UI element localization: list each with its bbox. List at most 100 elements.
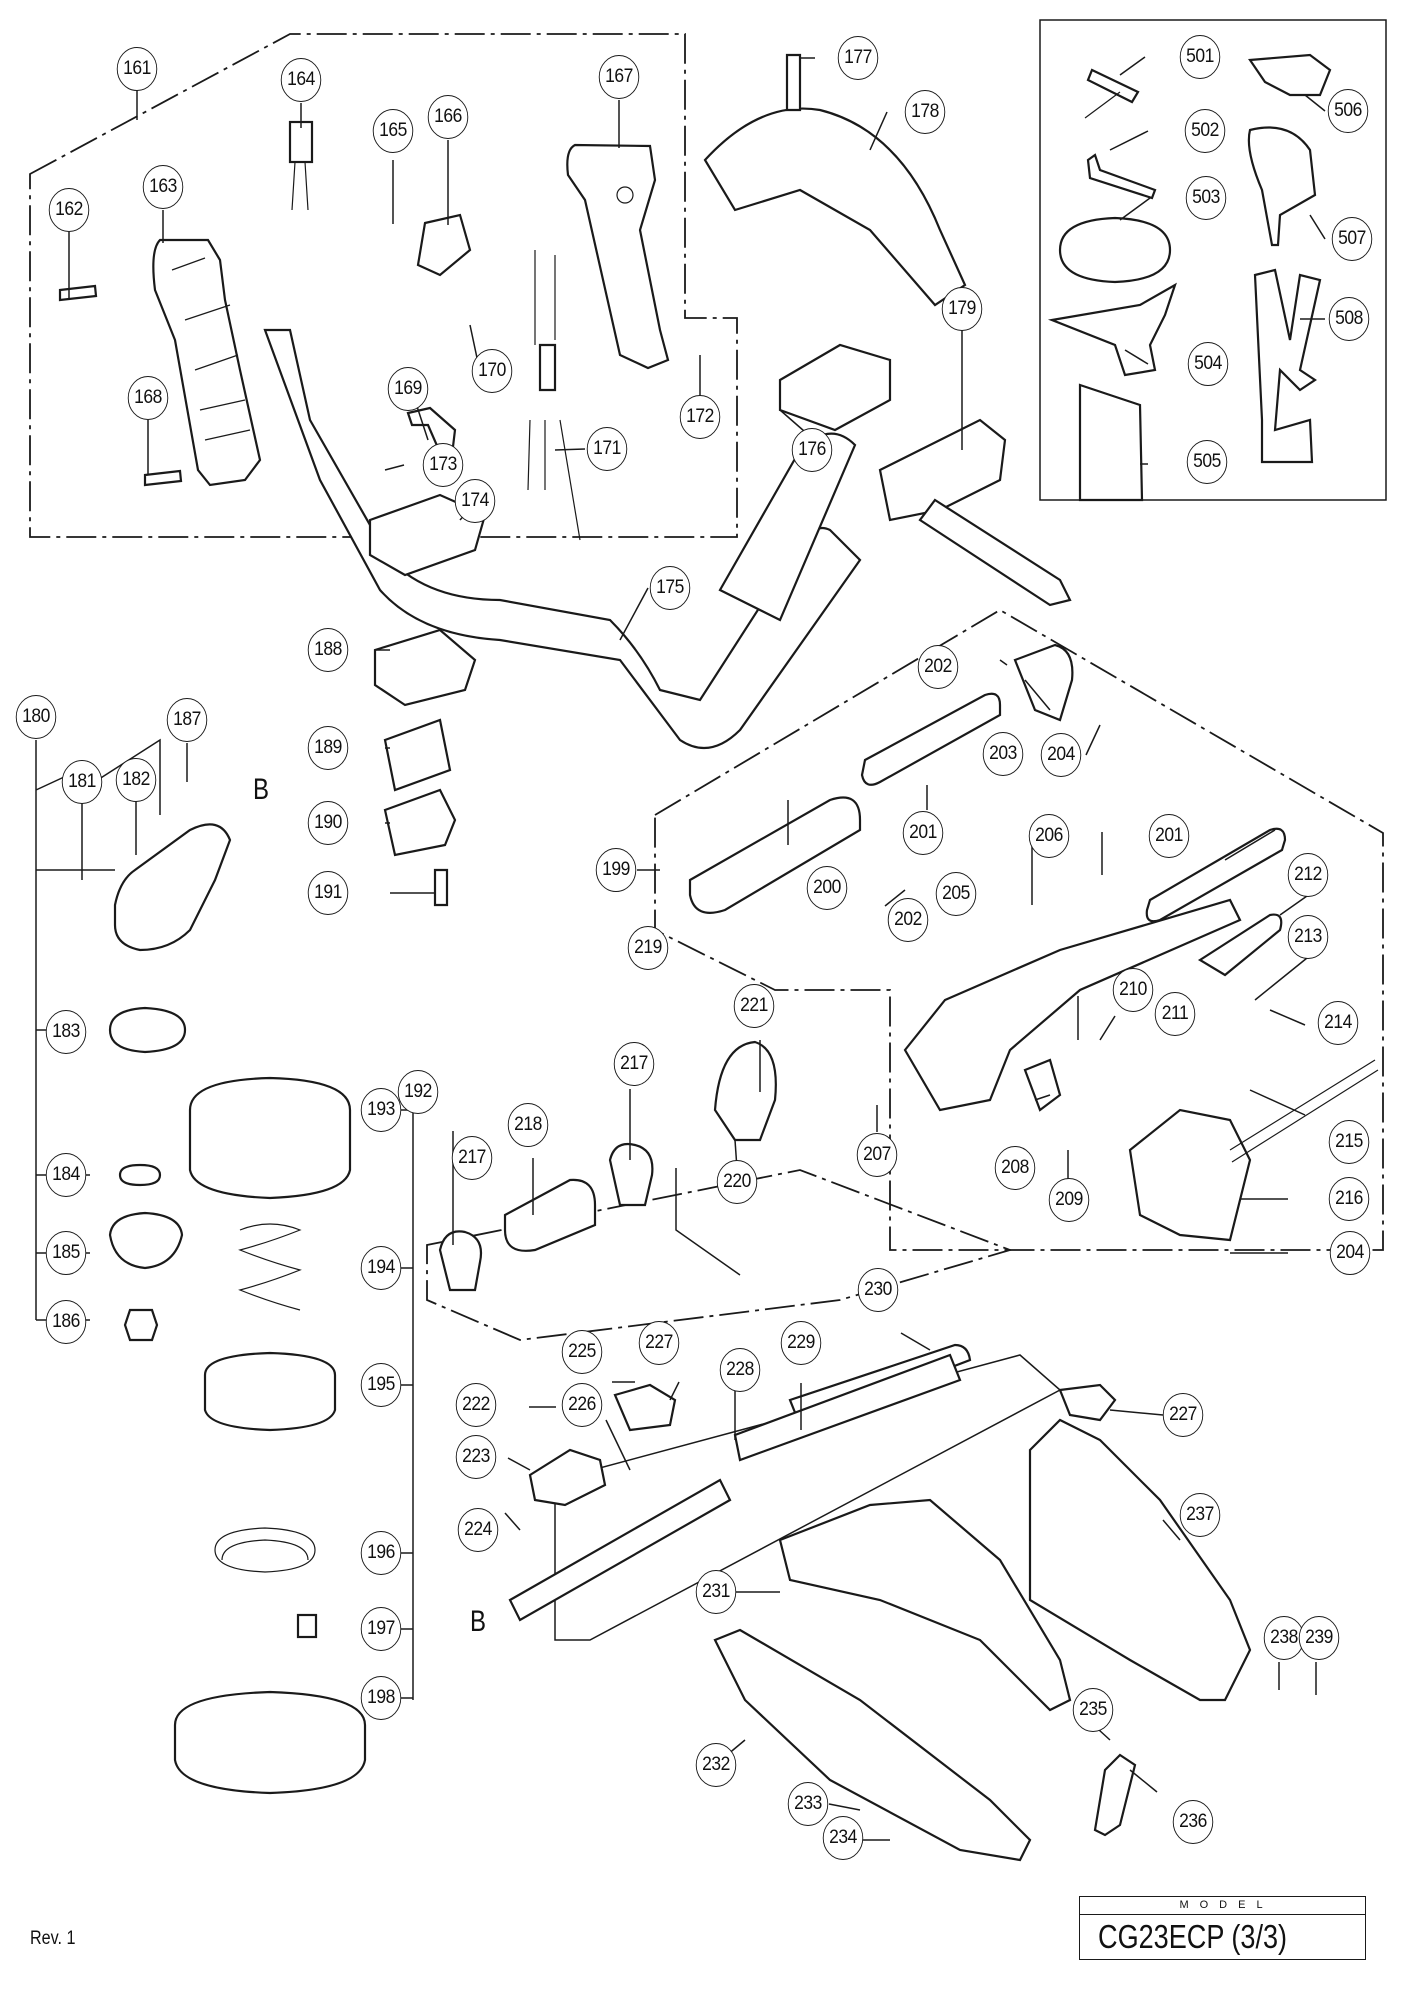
callout-209[interactable]: 209 bbox=[1048, 1178, 1090, 1222]
callout-218[interactable]: 218 bbox=[507, 1103, 549, 1147]
callout-234[interactable]: 234 bbox=[822, 1816, 864, 1860]
callout-187[interactable]: 187 bbox=[166, 698, 208, 742]
callout-167[interactable]: 167 bbox=[598, 55, 640, 99]
callout-214[interactable]: 214 bbox=[1317, 1001, 1359, 1045]
callout-189[interactable]: 189 bbox=[307, 726, 349, 770]
callout-197[interactable]: 197 bbox=[360, 1607, 402, 1651]
callout-217-right[interactable]: 217 bbox=[613, 1042, 655, 1086]
callout-194[interactable]: 194 bbox=[360, 1246, 402, 1290]
callout-177[interactable]: 177 bbox=[837, 36, 879, 80]
callout-227-upper[interactable]: 227 bbox=[638, 1321, 680, 1365]
callout-224[interactable]: 224 bbox=[457, 1508, 499, 1552]
callout-185[interactable]: 185 bbox=[45, 1231, 87, 1275]
callout-178[interactable]: 178 bbox=[904, 90, 946, 134]
callout-171[interactable]: 171 bbox=[586, 427, 628, 471]
callout-217-left[interactable]: 217 bbox=[451, 1136, 493, 1180]
callout-188[interactable]: 188 bbox=[307, 628, 349, 672]
revision-label: Rev. 1 bbox=[30, 1928, 76, 1949]
callout-211[interactable]: 211 bbox=[1154, 992, 1196, 1036]
callout-179[interactable]: 179 bbox=[941, 287, 983, 331]
callout-186[interactable]: 186 bbox=[45, 1300, 87, 1344]
callout-201-upper[interactable]: 201 bbox=[902, 811, 944, 855]
callout-223[interactable]: 223 bbox=[455, 1435, 497, 1479]
callout-231[interactable]: 231 bbox=[695, 1570, 737, 1614]
callout-181[interactable]: 181 bbox=[61, 760, 103, 804]
callout-238[interactable]: 238 bbox=[1263, 1616, 1305, 1660]
part-176-clamp-lower bbox=[778, 343, 892, 432]
callout-227-lower[interactable]: 227 bbox=[1162, 1393, 1204, 1437]
callout-176[interactable]: 176 bbox=[791, 428, 833, 472]
callout-202-upper[interactable]: 202 bbox=[917, 645, 959, 689]
callout-192[interactable]: 192 bbox=[397, 1070, 439, 1114]
part-185-holder bbox=[108, 1211, 184, 1270]
callout-198[interactable]: 198 bbox=[360, 1676, 402, 1720]
callout-222[interactable]: 222 bbox=[455, 1383, 497, 1427]
callout-163[interactable]: 163 bbox=[142, 165, 184, 209]
callout-169[interactable]: 169 bbox=[387, 367, 429, 411]
callout-220[interactable]: 220 bbox=[716, 1160, 758, 1204]
callout-501[interactable]: 501 bbox=[1179, 35, 1221, 79]
callout-230[interactable]: 230 bbox=[857, 1268, 899, 1312]
callout-204-lower[interactable]: 204 bbox=[1329, 1231, 1371, 1275]
callout-196[interactable]: 196 bbox=[360, 1531, 402, 1575]
model-title-block: MODEL CG23ECP (3/3) bbox=[1079, 1896, 1366, 1960]
callout-236[interactable]: 236 bbox=[1172, 1800, 1214, 1844]
callout-228[interactable]: 228 bbox=[719, 1348, 761, 1392]
callout-203[interactable]: 203 bbox=[982, 732, 1024, 776]
callout-180[interactable]: 180 bbox=[15, 695, 57, 739]
callout-503[interactable]: 503 bbox=[1185, 176, 1227, 220]
callout-215[interactable]: 215 bbox=[1328, 1120, 1370, 1164]
callout-161[interactable]: 161 bbox=[116, 47, 158, 91]
callout-502[interactable]: 502 bbox=[1184, 109, 1226, 153]
callout-232[interactable]: 232 bbox=[695, 1743, 737, 1787]
callout-162[interactable]: 162 bbox=[48, 188, 90, 232]
callout-207[interactable]: 207 bbox=[856, 1133, 898, 1177]
callout-221[interactable]: 221 bbox=[733, 984, 775, 1028]
callout-225[interactable]: 225 bbox=[561, 1330, 603, 1374]
callout-216[interactable]: 216 bbox=[1328, 1177, 1370, 1221]
callout-219[interactable]: 219 bbox=[627, 926, 669, 970]
callout-507[interactable]: 507 bbox=[1331, 217, 1373, 261]
callout-165[interactable]: 165 bbox=[372, 109, 414, 153]
callout-193[interactable]: 193 bbox=[360, 1088, 402, 1132]
callout-229[interactable]: 229 bbox=[780, 1321, 822, 1365]
part-164-stop-switch bbox=[288, 120, 314, 211]
callout-184[interactable]: 184 bbox=[45, 1153, 87, 1197]
callout-205[interactable]: 205 bbox=[935, 872, 977, 916]
callout-175[interactable]: 175 bbox=[649, 566, 691, 610]
callout-202-lower[interactable]: 202 bbox=[887, 898, 929, 942]
callout-191[interactable]: 191 bbox=[307, 871, 349, 915]
callout-208[interactable]: 208 bbox=[994, 1146, 1036, 1190]
callout-199[interactable]: 199 bbox=[595, 848, 637, 892]
callout-195[interactable]: 195 bbox=[360, 1363, 402, 1407]
callout-166[interactable]: 166 bbox=[427, 95, 469, 139]
callout-204-upper[interactable]: 204 bbox=[1040, 733, 1082, 777]
callout-504[interactable]: 504 bbox=[1187, 342, 1229, 386]
callout-233[interactable]: 233 bbox=[787, 1782, 829, 1826]
callout-164[interactable]: 164 bbox=[280, 58, 322, 102]
callout-206[interactable]: 206 bbox=[1028, 814, 1070, 858]
callout-235[interactable]: 235 bbox=[1072, 1688, 1114, 1732]
callout-183[interactable]: 183 bbox=[45, 1010, 87, 1054]
callout-212[interactable]: 212 bbox=[1287, 853, 1329, 897]
callout-506[interactable]: 506 bbox=[1327, 89, 1369, 133]
callout-213[interactable]: 213 bbox=[1287, 915, 1329, 959]
callout-201-lower[interactable]: 201 bbox=[1148, 814, 1190, 858]
callout-172[interactable]: 172 bbox=[679, 395, 721, 439]
callout-168[interactable]: 168 bbox=[127, 376, 169, 420]
callout-239[interactable]: 239 bbox=[1298, 1616, 1340, 1660]
callout-170[interactable]: 170 bbox=[471, 349, 513, 393]
callout-174[interactable]: 174 bbox=[454, 479, 496, 523]
callout-182[interactable]: 182 bbox=[115, 758, 157, 802]
callout-226[interactable]: 226 bbox=[561, 1383, 603, 1427]
callout-508[interactable]: 508 bbox=[1328, 297, 1370, 341]
part-191-bolt bbox=[433, 868, 449, 907]
part-178-loop-handle bbox=[703, 107, 967, 307]
callout-505[interactable]: 505 bbox=[1186, 440, 1228, 484]
callout-237[interactable]: 237 bbox=[1179, 1493, 1221, 1537]
callout-200[interactable]: 200 bbox=[806, 866, 848, 910]
callout-173[interactable]: 173 bbox=[422, 443, 464, 487]
model-heading: MODEL bbox=[1080, 1897, 1365, 1915]
callout-210[interactable]: 210 bbox=[1112, 968, 1154, 1012]
callout-190[interactable]: 190 bbox=[307, 801, 349, 845]
